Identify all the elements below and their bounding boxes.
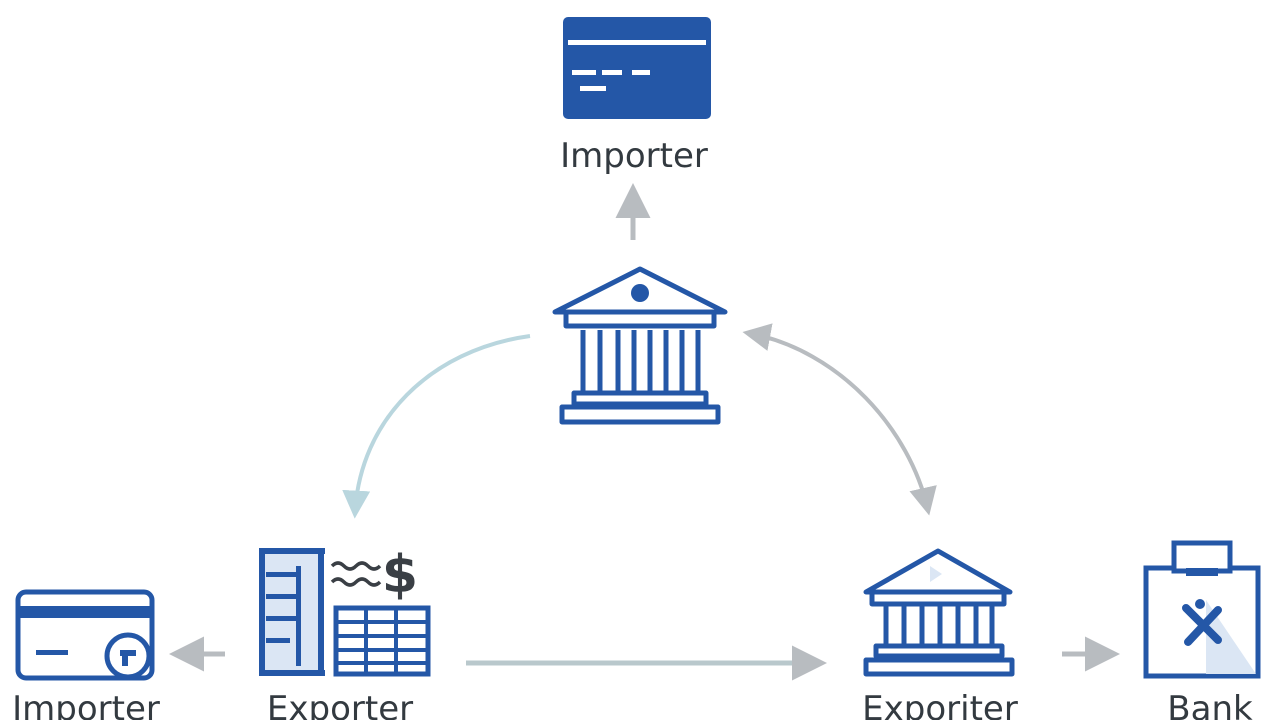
connectors [169,183,1120,681]
node-exporter: $ Exporter [259,545,431,720]
svg-text:$: $ [382,545,418,605]
node-bank: Bank [1143,540,1261,720]
arrow-bank-to-exporter [342,334,531,519]
node-central-bank [552,266,728,425]
bank-building-icon [552,266,728,425]
top-importer-label: Importer [560,136,708,176]
left-importer-label: Importer [12,689,160,720]
exporter-bank-label: Exporiter [862,689,1018,720]
credit-card-lock-icon [15,589,155,681]
node-left-importer: Importer [12,589,160,720]
bank-label: Bank [1167,689,1253,720]
exporter-label: Exporter [267,689,413,720]
node-top-importer: Importer [560,17,711,176]
shopping-bag-icon [1143,540,1261,679]
office-building-dollar-icon: $ [259,545,431,677]
document-window-icon [563,17,711,119]
arrow-bank-to-exporter-bank [742,323,937,516]
bank-building-icon [863,548,1015,677]
node-exporter-bank: Exporiter [862,548,1018,720]
